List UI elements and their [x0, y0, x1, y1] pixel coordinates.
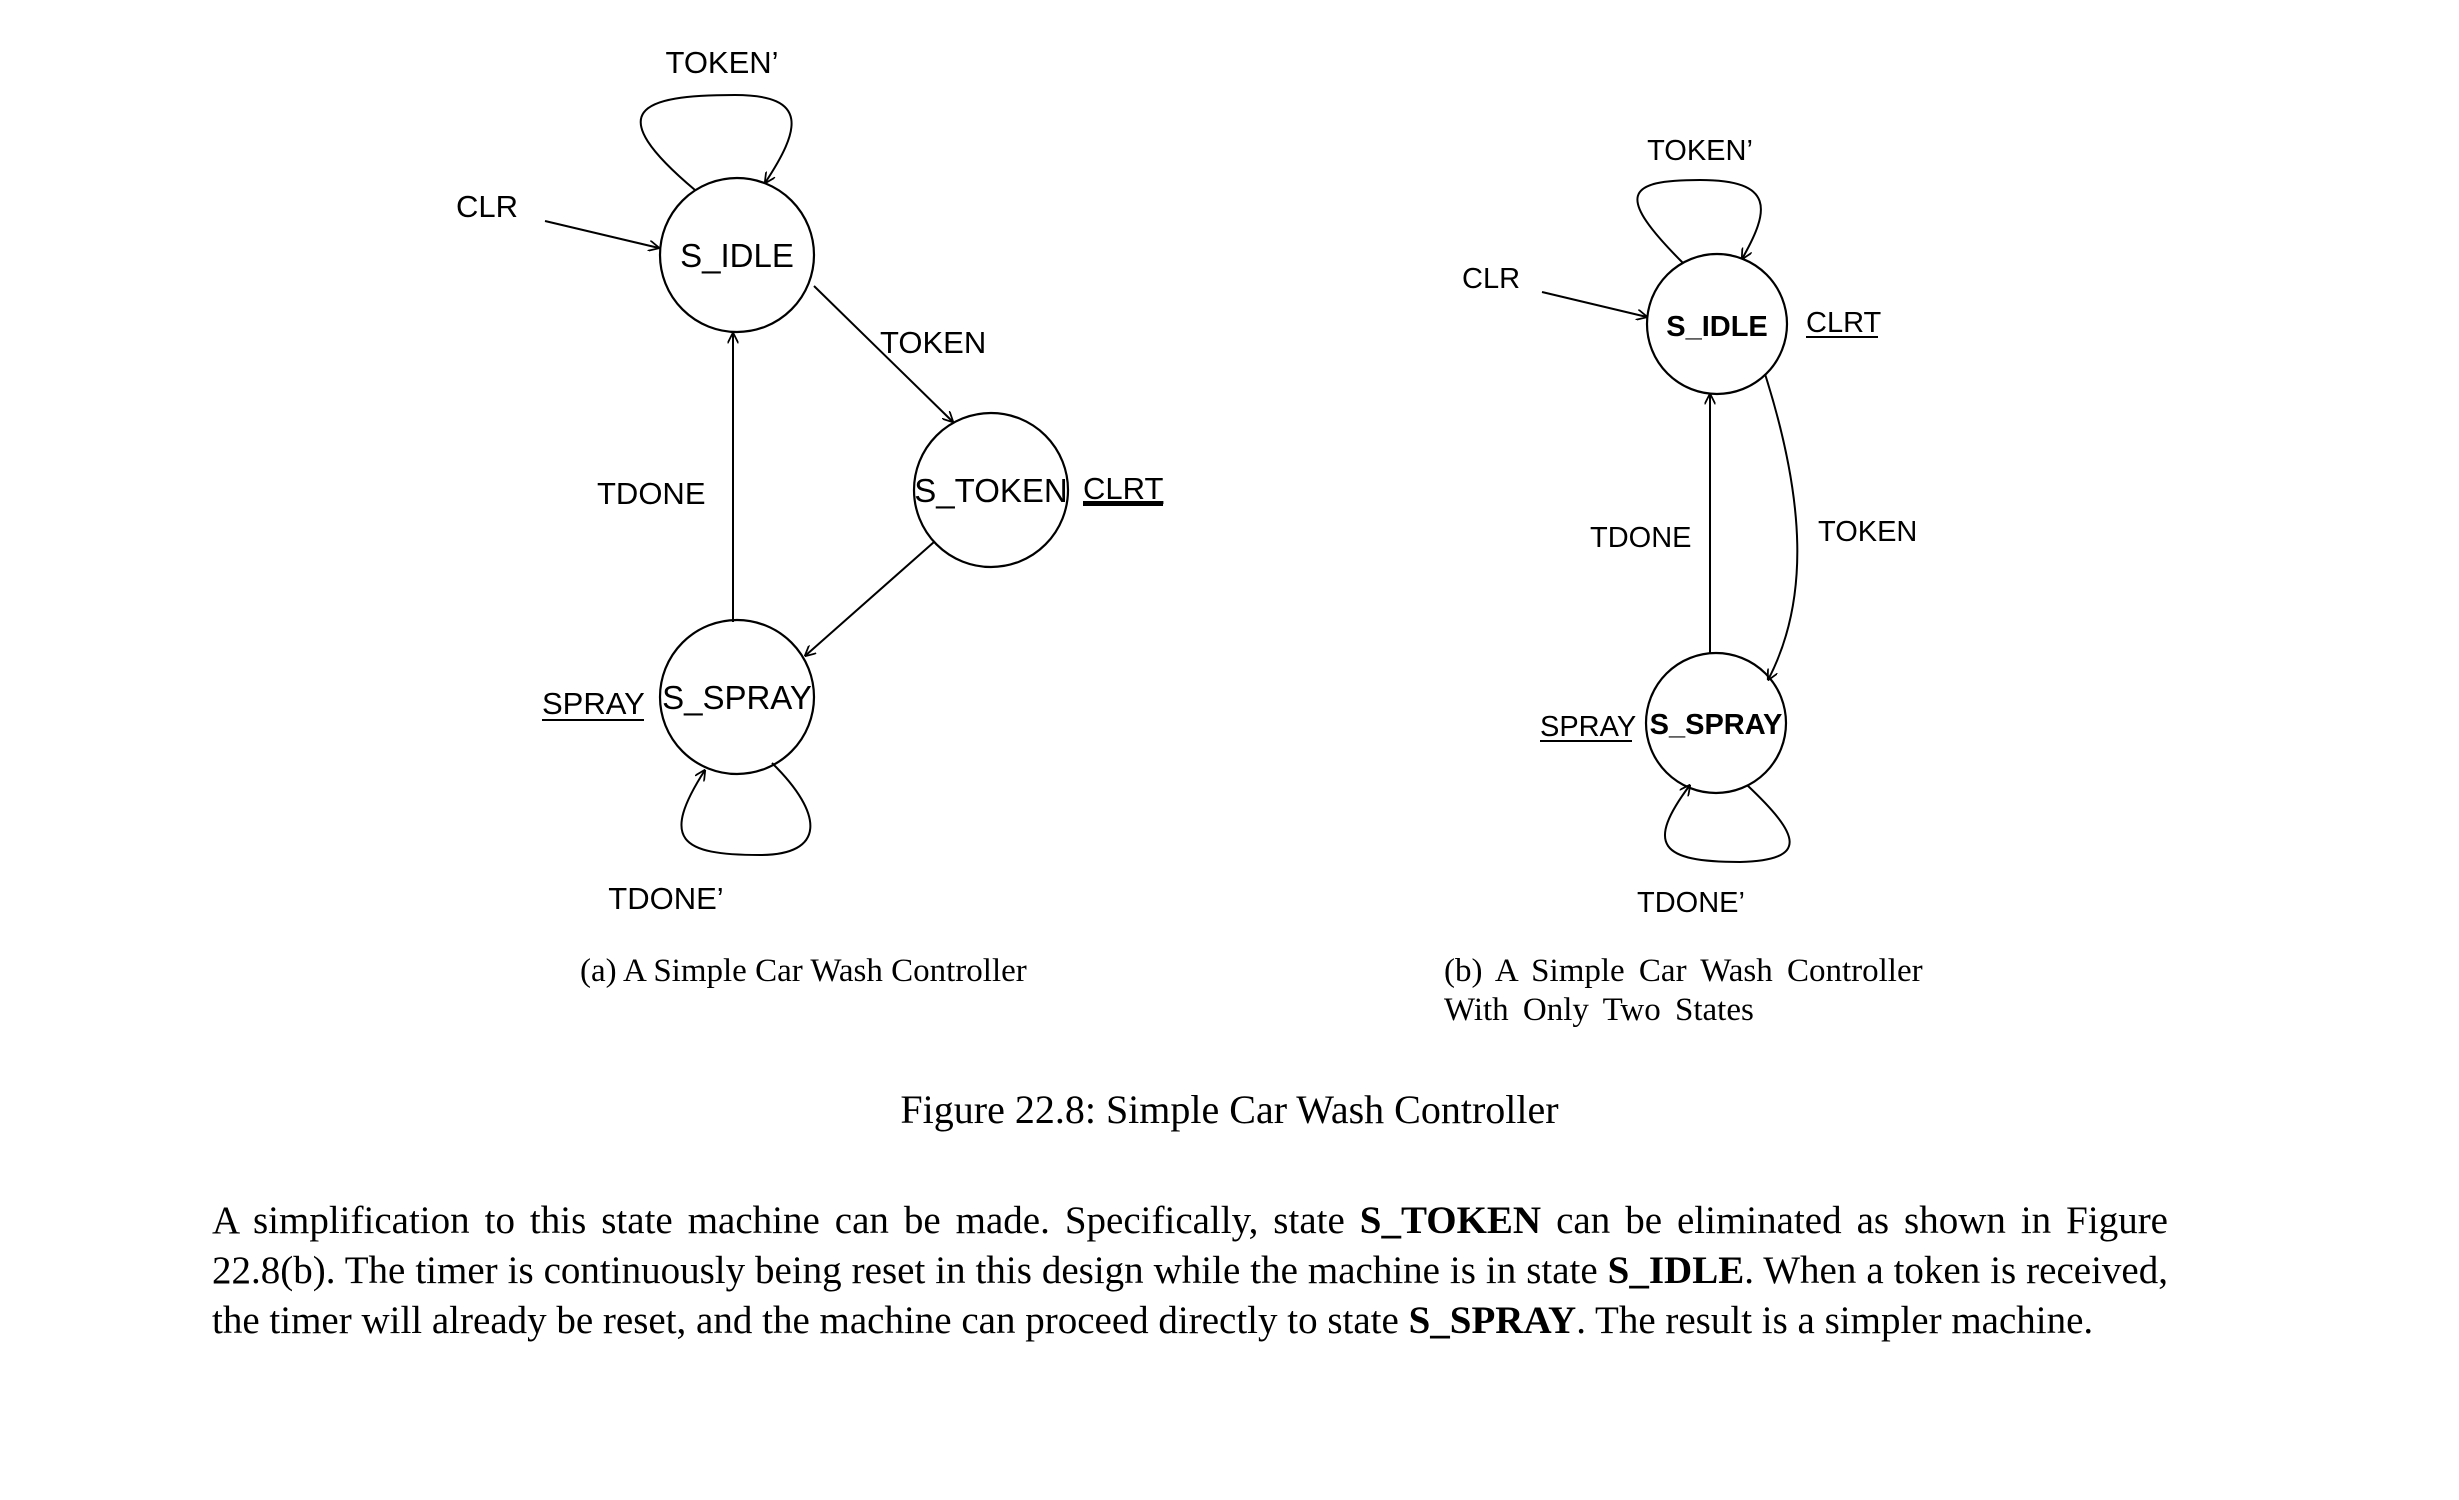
self-loop-idle-a — [639, 93, 793, 191]
output-spray-b: SPRAY — [1540, 711, 1636, 743]
label-clr-b: CLR — [1462, 263, 1520, 295]
caption-a: (a) A Simple Car Wash Controller — [580, 953, 1027, 989]
paragraph-text: . When a token is received, the timer wi… — [212, 1249, 2168, 1342]
label-tdone-b: TDONE — [1590, 522, 1692, 554]
reset-arrow-a — [544, 220, 659, 248]
state-s-idle-a: S_IDLE — [658, 176, 816, 334]
label-token-a: TOKEN — [880, 325, 986, 360]
state-s-token-a: S_TOKEN — [912, 411, 1070, 569]
state-label: S_IDLE — [680, 237, 794, 274]
label-token-prime-b: TOKEN’ — [1647, 135, 1753, 167]
arrow-idle-to-spray-b — [1764, 373, 1799, 680]
label-clr-a: CLR — [456, 189, 518, 224]
caption-b-line2: With Only Two States — [1444, 992, 1754, 1028]
output-clrt-b: CLRT — [1806, 307, 1881, 339]
body-paragraph: A simplification to this state machine c… — [212, 1196, 2168, 1346]
state-label: S_IDLE — [1666, 311, 1768, 343]
label-tdone-prime-b: TDONE’ — [1637, 887, 1745, 919]
diagram-b: S_IDLE S_SPRAY TOKEN’ CLR CLRT TDONE TOK… — [1462, 135, 1917, 919]
arrow-idle-to-token-a — [813, 285, 953, 422]
self-loop-spray-a — [680, 762, 812, 857]
state-label: S_SPRAY — [662, 679, 812, 716]
reset-arrow-b — [1541, 291, 1647, 317]
arrow-token-to-spray-a — [805, 541, 935, 656]
state-s-spray-a: S_SPRAY — [658, 618, 816, 776]
label-tdone-prime-a: TDONE’ — [608, 881, 723, 916]
label-token-prime-a: TOKEN’ — [665, 45, 778, 80]
label-token-b: TOKEN — [1818, 516, 1917, 548]
output-spray-a: SPRAY — [542, 686, 645, 721]
caption-b-line1: (b) A Simple Car Wash Controller — [1444, 953, 1923, 989]
label-tdone-a: TDONE — [597, 476, 706, 511]
state-name-bold: S_TOKEN — [1359, 1199, 1542, 1242]
state-name-bold: S_IDLE — [1607, 1249, 1745, 1292]
paragraph-text: A simplification to this state machine c… — [212, 1199, 1360, 1242]
state-label: S_SPRAY — [1650, 709, 1783, 741]
diagram-a: S_IDLE S_TOKEN S_SPRAY TOKEN’ CLR TOKEN … — [456, 45, 1163, 916]
state-s-idle-b: S_IDLE — [1645, 252, 1789, 396]
self-loop-idle-b — [1636, 178, 1762, 264]
paragraph-text: can be eliminated as shown in Figure 22.… — [212, 1199, 2168, 1292]
paragraph-text: . The result is a simpler machine. — [1576, 1299, 2094, 1342]
output-clrt-a: CLRT — [1083, 471, 1163, 506]
state-name-bold: S_SPRAY — [1408, 1299, 1577, 1342]
self-loop-spray-b — [1663, 785, 1791, 864]
state-s-spray-b: S_SPRAY — [1644, 651, 1788, 795]
figure-title: Figure 22.8: Simple Car Wash Controller — [900, 1087, 1559, 1132]
state-label: S_TOKEN — [914, 472, 1067, 509]
